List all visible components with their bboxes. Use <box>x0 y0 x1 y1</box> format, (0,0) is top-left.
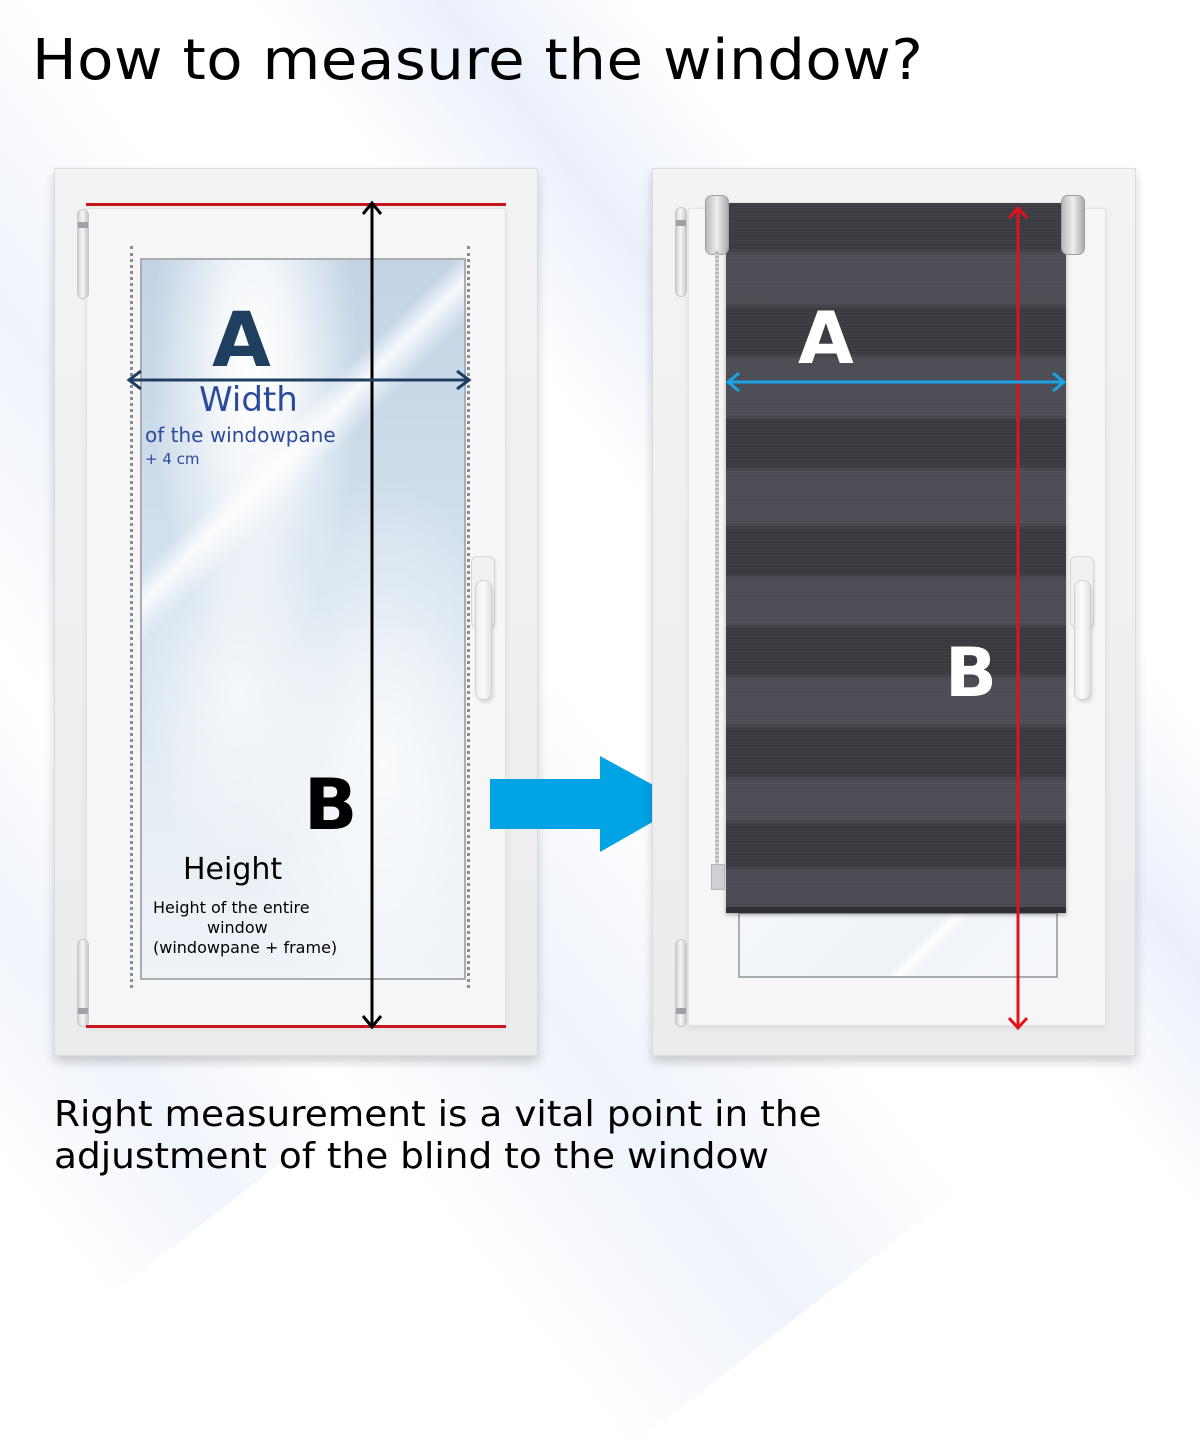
double-arrow-horizontal-icon <box>725 371 1067 393</box>
caption-line-1: Right measurement is a vital point in th… <box>54 1094 822 1135</box>
roller-blind <box>726 203 1066 913</box>
height-label: Height <box>183 852 283 887</box>
width-extra: + 4 cm <box>145 450 200 468</box>
height-subtitle-1: Height of the entire <box>153 898 310 917</box>
hinge-bottom-icon <box>676 940 686 1026</box>
blind-bottom-rail <box>726 907 1066 913</box>
double-arrow-horizontal-icon <box>126 369 472 391</box>
width-label: Width <box>199 380 298 420</box>
double-arrow-vertical-icon <box>361 200 383 1030</box>
height-subtitle-3: (windowpane + frame) <box>153 938 338 957</box>
hinge-top-icon <box>78 210 88 298</box>
arrow-right-icon <box>490 756 686 852</box>
measure-line-bottom <box>86 1025 506 1028</box>
chain-weight-icon <box>711 864 725 890</box>
label-b: B <box>304 764 358 846</box>
width-subtitle: of the windowpane <box>145 423 336 447</box>
window-pane-visible <box>738 912 1058 978</box>
dotted-guide-left <box>130 246 133 988</box>
page-title: How to measure the window? <box>32 28 924 93</box>
label-a: A <box>212 295 271 384</box>
caption: Right measurement is a vital point in th… <box>54 1094 822 1178</box>
roller-bracket-right <box>1062 196 1084 254</box>
double-arrow-vertical-icon <box>1007 205 1029 1031</box>
dotted-guide-right <box>467 246 470 988</box>
measure-line-top <box>86 203 506 206</box>
hinge-top-icon <box>676 208 686 296</box>
blind-chain[interactable] <box>715 250 719 870</box>
hinge-bottom-icon <box>78 940 88 1026</box>
height-subtitle-2: window <box>207 918 268 937</box>
label-a: A <box>798 296 854 380</box>
window-handle-icon <box>476 581 491 699</box>
window-handle-icon <box>1075 581 1090 699</box>
label-b: B <box>945 634 997 713</box>
roller-bracket-left <box>706 196 728 254</box>
caption-line-2: adjustment of the blind to the window <box>54 1136 770 1177</box>
